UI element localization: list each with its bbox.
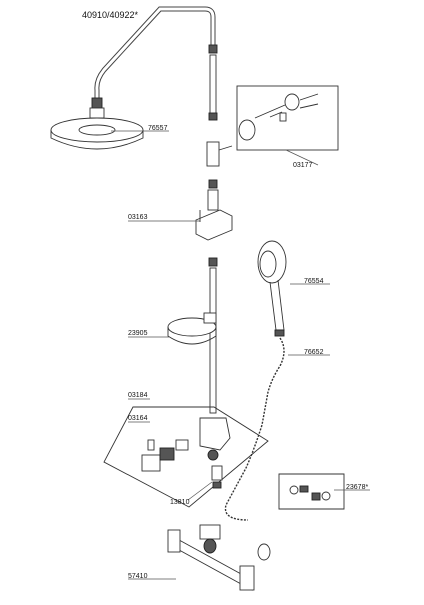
- label-slider: 03163: [128, 214, 148, 221]
- slide-rail: [195, 189, 233, 414]
- label-soap-dish: 23905: [128, 330, 148, 337]
- overhead-shower-arm: [94, 6, 216, 98]
- shower-hose: [224, 337, 285, 521]
- label-connections: 23678*: [346, 484, 369, 491]
- label-hand-shower: 76554: [304, 278, 324, 285]
- upper-pipe: [206, 44, 233, 189]
- hand-shower: [257, 240, 287, 337]
- leader-lines: [111, 130, 370, 580]
- wall-bracket-inset: [236, 85, 339, 151]
- label-wall-bracket: 03177: [293, 162, 313, 169]
- thermostat-mixer: [167, 524, 271, 591]
- label-head-shower: 76557: [148, 125, 168, 132]
- label-handle: 03164: [128, 415, 148, 422]
- connection-set-inset: [278, 473, 345, 510]
- diagram-title: 40910/40922*: [82, 10, 139, 20]
- head-shower: [50, 97, 144, 150]
- label-nut: 13810: [170, 499, 190, 506]
- diverter-inset: [103, 406, 269, 508]
- label-diverter: 03184: [128, 392, 148, 399]
- soap-dish-ring: [167, 312, 217, 345]
- label-hose: 76652: [304, 349, 324, 356]
- label-thermostat: 57410: [128, 573, 148, 580]
